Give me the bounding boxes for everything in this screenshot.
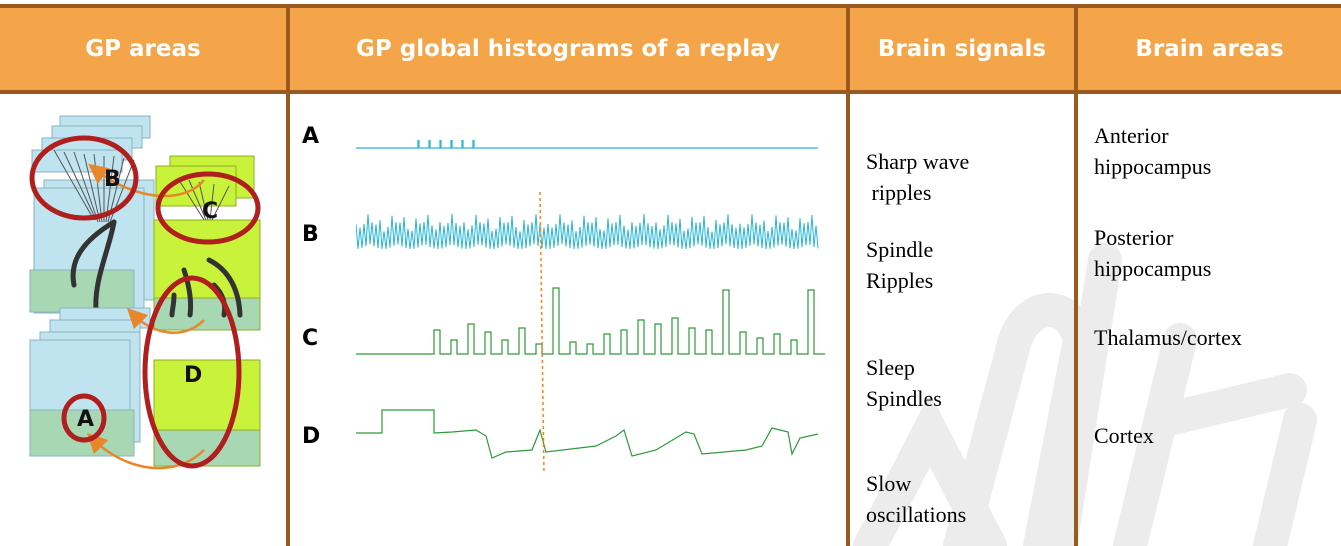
histogram-label-b: B <box>302 222 319 247</box>
column-divider-1 <box>286 8 290 546</box>
column-divider-2 <box>846 8 850 546</box>
header-histograms-label: GP global histograms of a replay <box>356 36 780 62</box>
histogram-trace-d <box>356 409 819 459</box>
column-divider-3 <box>1074 8 1078 546</box>
lower-blue-layers <box>29 307 151 457</box>
histogram-traces <box>356 140 825 475</box>
header-brain-signals-label: Brain signals <box>877 36 1047 62</box>
replay-time-marker <box>539 191 545 475</box>
diagram-label-b: B <box>104 167 121 192</box>
table-top-border <box>0 4 1341 8</box>
area-cortex: Cortex <box>1094 423 1154 448</box>
diagram-label-c: C <box>202 199 218 224</box>
gp-areas-diagram: B C D A <box>29 115 261 470</box>
histogram-label-c: C <box>302 326 319 351</box>
diagram-label-a: A <box>77 407 94 432</box>
diagram-letters: B C D A <box>77 167 218 432</box>
header-brain-areas: Brain areas <box>1078 8 1341 90</box>
histogram-trace-c <box>356 287 825 355</box>
histogram-trace-b <box>356 213 819 250</box>
header-brain-areas-label: Brain areas <box>1135 36 1284 62</box>
signal-sharp-wave-ripples: Sharp wave ripples <box>866 149 970 205</box>
area-thalamus-cortex: Thalamus/cortex <box>1094 325 1242 350</box>
histogram-label-d: D <box>302 424 321 449</box>
header-gp-areas: GP areas <box>0 8 286 90</box>
lower-green-layers <box>153 359 261 467</box>
histogram-label-a: A <box>302 124 320 149</box>
header-gp-areas-label: GP areas <box>85 36 201 62</box>
diagram-label-d: D <box>184 363 202 388</box>
header-histograms: GP global histograms of a replay <box>290 8 846 90</box>
header-brain-signals: Brain signals <box>850 8 1074 90</box>
header-divider <box>0 90 1341 94</box>
upper-green-layers <box>153 155 261 331</box>
upper-blue-layers <box>29 115 155 314</box>
histogram-trace-a <box>356 140 818 149</box>
